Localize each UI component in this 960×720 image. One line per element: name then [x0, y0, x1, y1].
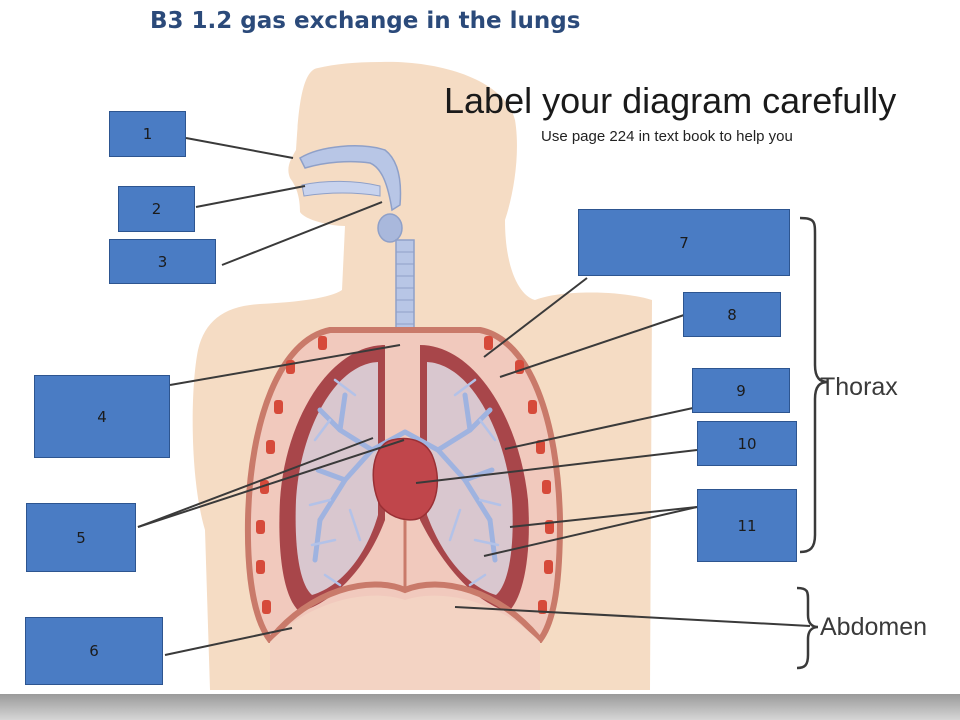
instruction-text: Label your diagram carefully [444, 80, 897, 121]
label-box-9[interactable]: 9 [692, 368, 790, 413]
label-box-6[interactable]: 6 [25, 617, 163, 685]
footer-bar [0, 694, 960, 720]
label-box-2[interactable]: 2 [118, 186, 195, 232]
label-box-4[interactable]: 4 [34, 375, 170, 458]
label-box-7[interactable]: 7 [578, 209, 790, 276]
bronchiole-branches [308, 378, 502, 587]
label-number: 7 [679, 233, 689, 252]
label-number: 8 [727, 305, 737, 324]
label-number: 2 [151, 200, 162, 218]
label-box-11[interactable]: 11 [697, 489, 797, 562]
label-box-10[interactable]: 10 [697, 421, 797, 466]
label-box-5[interactable]: 5 [26, 503, 136, 572]
nasal-cavity [299, 145, 402, 212]
oral-cavity [301, 180, 381, 197]
label-box-1[interactable]: 1 [109, 111, 186, 157]
label-number: 4 [97, 407, 107, 426]
label-number: 9 [736, 381, 746, 400]
slide-title: B3 1.2 gas exchange in the lungs [150, 8, 581, 34]
heart [372, 437, 439, 521]
label-number: 10 [737, 434, 757, 453]
abdomen-area [270, 595, 540, 690]
label-number: 5 [76, 528, 86, 547]
thorax-label: Thorax [820, 373, 898, 401]
label-number: 1 [142, 125, 153, 143]
label-number: 3 [157, 252, 168, 271]
leader-lines [137, 137, 811, 656]
abdomen-label: Abdomen [820, 613, 928, 641]
label-number: 6 [89, 642, 99, 660]
abdomen-bracket [796, 586, 819, 670]
label-box-8[interactable]: 8 [683, 292, 781, 337]
label-box-3[interactable]: 3 [109, 239, 216, 284]
larynx [377, 213, 403, 243]
thorax-bracket [799, 216, 829, 554]
label-number: 11 [737, 516, 757, 535]
hint-text: Use page 224 in text book to help you [541, 128, 793, 145]
